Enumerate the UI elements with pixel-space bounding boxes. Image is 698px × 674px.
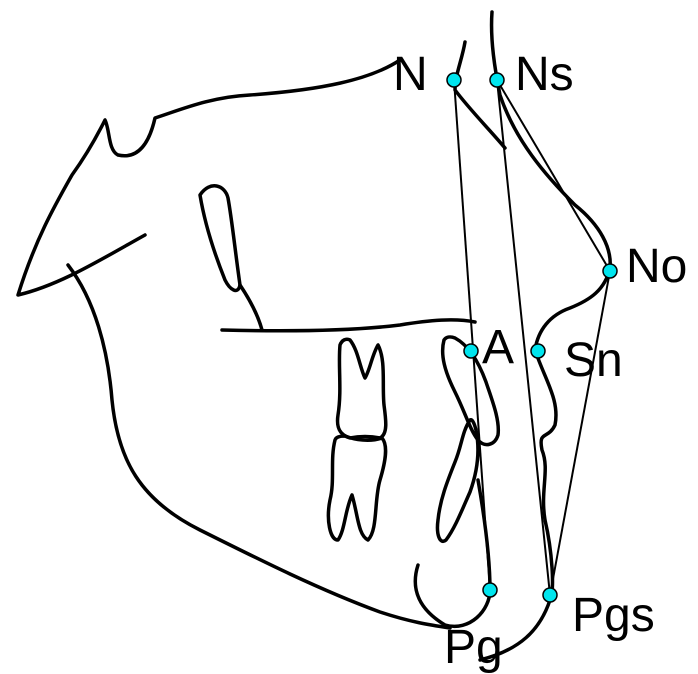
reference-lines-group [453, 79, 611, 596]
line-no-pgs [549, 270, 611, 596]
landmark-a-label: A [482, 321, 514, 374]
fissure-extension [238, 283, 264, 332]
lower-incisor [435, 418, 480, 543]
landmark-n-point [446, 72, 462, 88]
line-n-pg [453, 79, 491, 591]
landmark-a-point [463, 343, 479, 359]
landmark-ns-label: Ns [515, 48, 574, 101]
landmark-pg-label: Pg [444, 621, 503, 674]
nasal-bone [453, 40, 507, 150]
soft-tissue-forehead [489, 10, 612, 270]
cranial-base-outline [16, 58, 402, 297]
landmark-no-label: No [626, 240, 687, 293]
landmark-sn-point [530, 343, 546, 359]
line-ns-no [496, 79, 611, 272]
landmark-sn-label: Sn [564, 334, 623, 387]
chin-bone-outline [413, 478, 492, 629]
landmark-points-group [446, 72, 618, 603]
upper-molar [335, 337, 388, 440]
skull-outline-group [16, 10, 612, 662]
mandible-outline [66, 263, 452, 630]
teeth-group [326, 335, 501, 543]
palatal-plane [220, 318, 477, 333]
landmark-pgs-point [542, 587, 558, 603]
lower-molar [326, 434, 388, 542]
line-ns-pgs [496, 79, 551, 596]
pterygomaxillary-fissure [198, 184, 242, 293]
landmark-n-label: N [393, 48, 428, 101]
landmark-labels-group: N Ns No A Sn Pg Pgs [393, 48, 687, 674]
landmark-pgs-label: Pgs [572, 589, 655, 642]
landmark-no-point [602, 263, 618, 279]
upper-incisor [440, 335, 501, 447]
landmark-pg-point [482, 582, 498, 598]
landmark-ns-point [489, 72, 505, 88]
